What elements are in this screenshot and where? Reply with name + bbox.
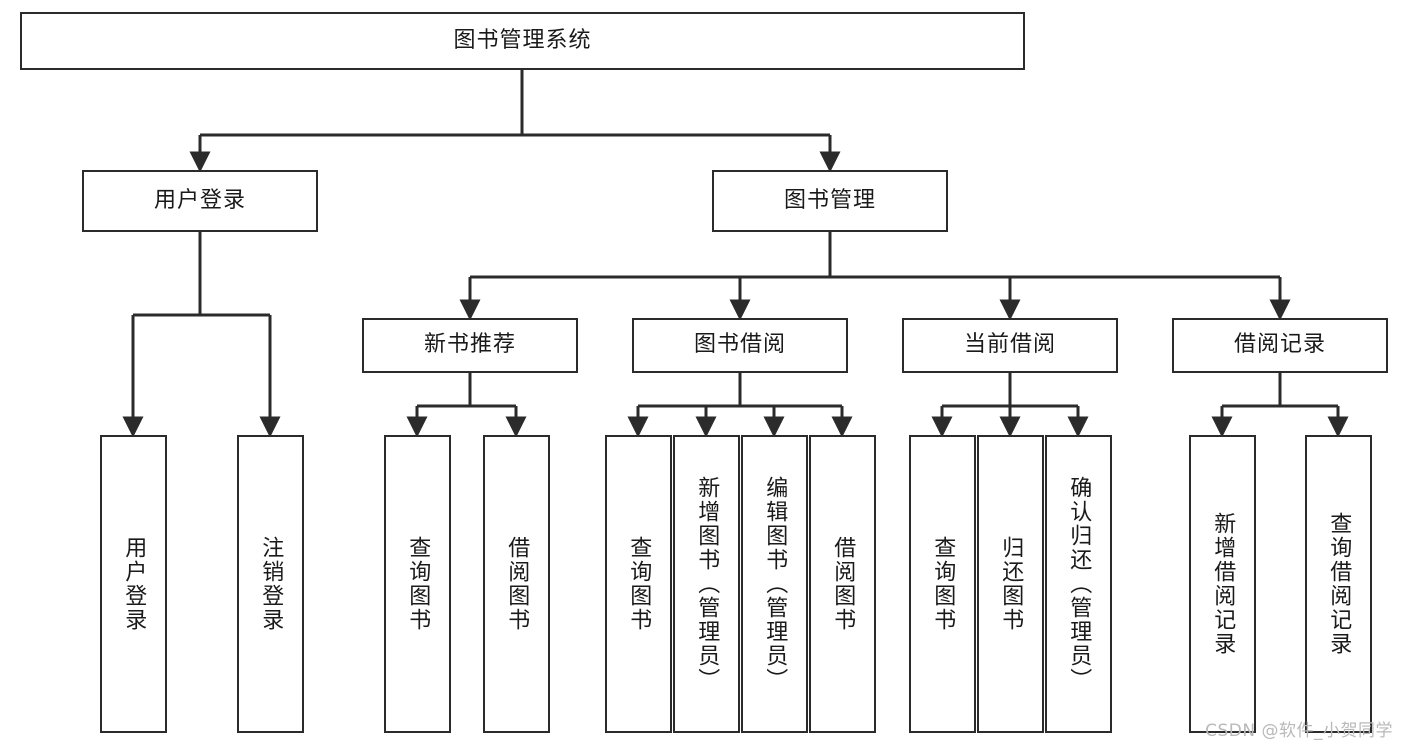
node-submodule-book-borrow[interactable]: 图书借阅: [632, 318, 848, 373]
node-leaf-label: 确认归还（管理员）: [1066, 476, 1092, 692]
watermark-text: CSDN @软件_小贺同学: [1205, 721, 1393, 741]
node-leaf-query-borrow-record[interactable]: 查询借阅记录: [1305, 435, 1372, 733]
node-leaf-label: 查询借阅记录: [1326, 512, 1352, 656]
node-leaf-borrow-book[interactable]: 借阅图书: [809, 435, 876, 733]
node-submodule-new-book-recommend[interactable]: 新书推荐: [362, 318, 578, 373]
node-leaf-query-book-borrow[interactable]: 查询图书: [605, 435, 672, 733]
node-leaf-borrow-book-rec[interactable]: 借阅图书: [483, 435, 550, 733]
node-leaf-label: 借阅图书: [830, 536, 856, 632]
node-leaf-label: 查询图书: [930, 536, 956, 632]
node-leaf-add-book-admin[interactable]: 新增图书（管理员）: [673, 435, 740, 733]
node-leaf-label: 新增借阅记录: [1210, 512, 1236, 656]
node-leaf-logout[interactable]: 注销登录: [237, 435, 304, 733]
node-leaf-confirm-return-admin[interactable]: 确认归还（管理员）: [1045, 435, 1112, 733]
node-leaf-edit-book-admin[interactable]: 编辑图书（管理员）: [741, 435, 808, 733]
node-leaf-return-book[interactable]: 归还图书: [977, 435, 1044, 733]
node-leaf-label: 新增图书（管理员）: [694, 476, 720, 692]
node-module-book-management[interactable]: 图书管理: [712, 170, 948, 232]
node-submodule-current-borrow[interactable]: 当前借阅: [902, 318, 1118, 373]
node-leaf-label: 注销登录: [258, 536, 284, 632]
node-module-user-login[interactable]: 用户登录: [82, 170, 318, 232]
node-leaf-add-borrow-record[interactable]: 新增借阅记录: [1189, 435, 1256, 733]
node-leaf-label: 用户登录: [121, 536, 147, 632]
node-root-system[interactable]: 图书管理系统: [20, 12, 1025, 70]
node-leaf-label: 借阅图书: [504, 536, 530, 632]
node-leaf-user-login[interactable]: 用户登录: [100, 435, 167, 733]
node-leaf-label: 归还图书: [998, 536, 1024, 632]
node-leaf-label: 编辑图书（管理员）: [762, 476, 788, 692]
node-leaf-query-book-current[interactable]: 查询图书: [909, 435, 976, 733]
node-leaf-query-book-rec[interactable]: 查询图书: [384, 435, 451, 733]
node-leaf-label: 查询图书: [626, 536, 652, 632]
node-submodule-borrow-record[interactable]: 借阅记录: [1172, 318, 1388, 373]
node-leaf-label: 查询图书: [405, 536, 431, 632]
